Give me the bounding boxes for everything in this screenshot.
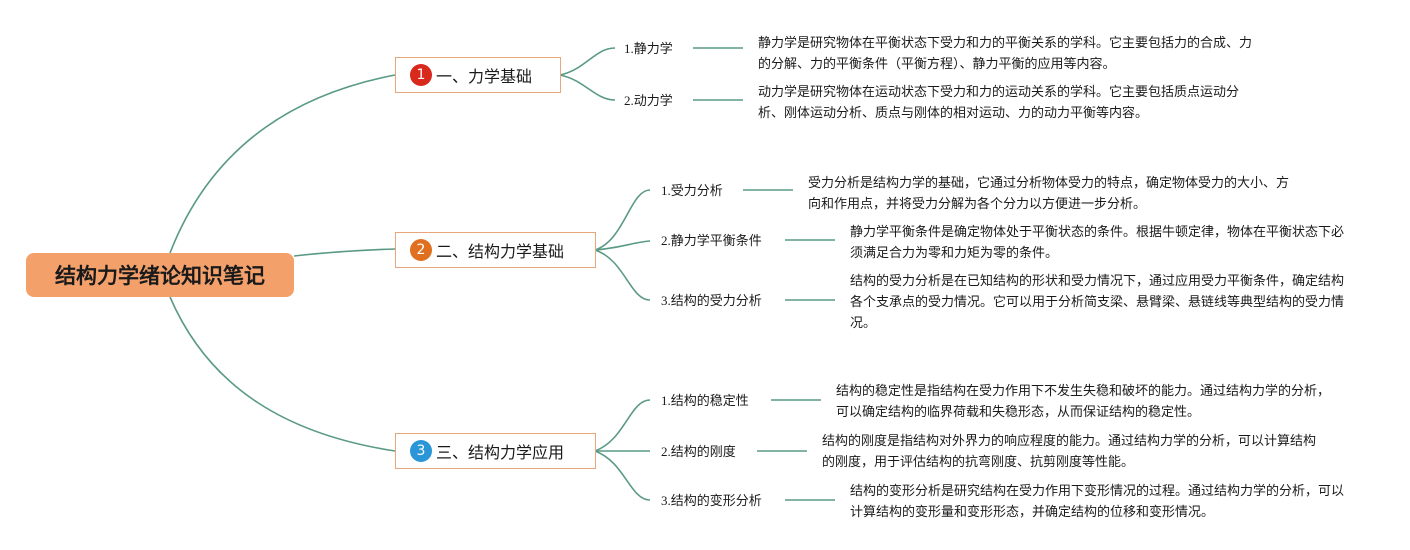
description-stability: 结构的稳定性是指结构在受力作用下不发生失稳和破坏的能力。通过结构力学的分析，可以… (836, 384, 1331, 420)
branch-node-structural-mechanics-applications[interactable]: 3 三、结构力学应用 (395, 433, 596, 469)
sub-topic-stability[interactable]: 1.结构的稳定性 (661, 393, 749, 408)
sub-topic-statics[interactable]: 1.静力学 (624, 41, 673, 56)
description-static-equilibrium: 静力学平衡条件是确定物体处于平衡状态的条件。根据牛顿定律，物体在平衡状态下必须满… (850, 225, 1345, 261)
description-stiffness: 结构的刚度是指结构对外界力的响应程度的能力。通过结构力学的分析，可以计算结构的刚… (822, 434, 1317, 470)
description-force-analysis: 受力分析是结构力学的基础，它通过分析物体受力的特点，确定物体受力的大小、方向和作… (808, 176, 1290, 212)
sub-topic-static-equilibrium[interactable]: 2.静力学平衡条件 (661, 233, 762, 248)
branch-label: 三、结构力学应用 (436, 443, 565, 462)
sub-topic-dynamics[interactable]: 2.动力学 (624, 93, 673, 108)
description-statics: 静力学是研究物体在平衡状态下受力和力的平衡关系的学科。它主要包括力的合成、力的分… (758, 36, 1253, 72)
branch-2-to-sub-2-link (594, 240, 651, 251)
number-badge-icon: 1 (410, 64, 432, 86)
root-to-branch-2-link (293, 248, 396, 257)
branch-3-to-sub-3-link (594, 450, 651, 501)
number-badge-icon: 2 (410, 239, 432, 261)
branch-node-structural-mechanics-basics[interactable]: 2 二、结构力学基础 (395, 232, 596, 268)
sub-topic-deformation-analysis[interactable]: 3.结构的变形分析 (661, 493, 762, 508)
sub-topic-structure-force-analysis[interactable]: 3.结构的受力分析 (661, 293, 762, 308)
branch-2-to-sub-3-link (594, 249, 651, 301)
branch-1-to-sub-1-link (559, 47, 616, 76)
branch-node-mechanics-basics[interactable]: 1 一、力学基础 (395, 57, 561, 93)
description-dynamics: 动力学是研究物体在运动状态下受力和力的运动关系的学科。它主要包括质点运动分析、刚… (758, 85, 1240, 121)
root-title: 结构力学绪论知识笔记 (55, 264, 265, 288)
number-badge-icon: 3 (410, 440, 432, 462)
root-to-branch-3-link (169, 296, 396, 452)
root-to-branch-1-link (169, 74, 396, 254)
branch-2-to-sub-1-link (594, 189, 651, 251)
description-deformation-analysis: 结构的变形分析是研究结构在受力作用下变形情况的过程。通过结构力学的分析，可以计算… (850, 484, 1345, 520)
root-node[interactable]: 结构力学绪论知识笔记 (26, 253, 294, 297)
branch-3-to-sub-1-link (594, 399, 651, 452)
sub-topic-force-analysis[interactable]: 1.受力分析 (661, 183, 723, 198)
branch-label: 二、结构力学基础 (436, 242, 565, 261)
branch-1-to-sub-2-link (559, 74, 616, 101)
description-structure-force-analysis: 结构的受力分析是在已知结构的形状和受力情况下，通过应用受力平衡条件，确定结构各个… (850, 274, 1345, 331)
sub-topic-stiffness[interactable]: 2.结构的刚度 (661, 444, 736, 459)
branch-label: 一、力学基础 (436, 67, 533, 86)
